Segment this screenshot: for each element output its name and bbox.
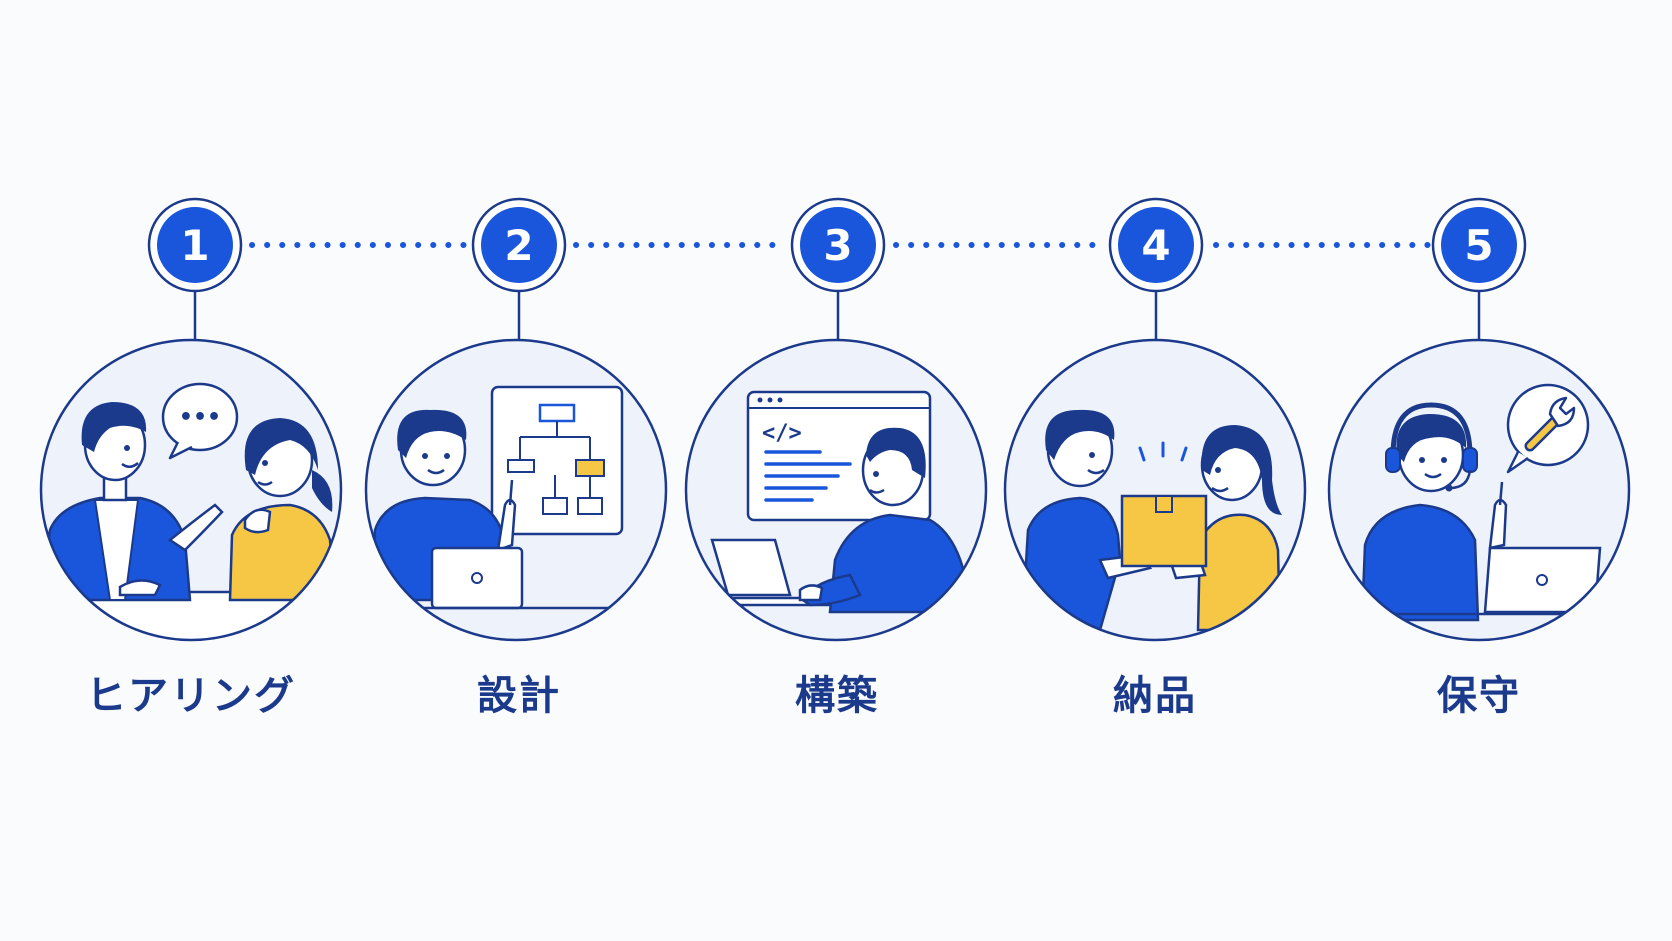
step-number-3: 3 — [823, 221, 852, 270]
step-badge-1: 1 — [147, 197, 243, 293]
sparkle-icon — [1138, 441, 1188, 462]
step-badge-5: 5 — [1431, 197, 1527, 293]
scene-design — [364, 338, 668, 642]
step-badge-2: 2 — [471, 197, 567, 293]
step-number-4: 4 — [1141, 221, 1170, 270]
scene-build: </> — [684, 338, 988, 642]
scene-hearing: ••• — [39, 338, 343, 642]
scene-maintenance — [1327, 338, 1631, 642]
package-box-icon — [1120, 494, 1208, 568]
step-badge-4: 4 — [1108, 197, 1204, 293]
developer-illustration — [797, 427, 972, 614]
step-label-delivery: 納品 — [1113, 673, 1197, 719]
laptop-illustration — [430, 546, 524, 610]
speech-bubble-icon: ••• — [161, 382, 239, 460]
laptop-illustration — [1483, 546, 1602, 614]
step-label-hearing: ヒアリング — [86, 673, 296, 719]
laptop-illustration — [709, 538, 837, 607]
code-snippet: </> — [762, 421, 802, 446]
man-illustration — [41, 402, 224, 602]
flowchart-board — [490, 385, 624, 536]
wrench-icon — [1524, 396, 1576, 452]
chat-ellipsis: ••• — [179, 405, 221, 430]
step-number-5: 5 — [1464, 221, 1493, 270]
step-badge-3: 3 — [790, 197, 886, 293]
woman-illustration — [1170, 425, 1282, 632]
step-number-1: 1 — [180, 221, 209, 270]
step-number-2: 2 — [504, 221, 533, 270]
step-label-maintenance: 保守 — [1437, 673, 1521, 719]
step-label-design: 設計 — [477, 673, 561, 719]
wrench-bubble-icon — [1506, 383, 1590, 474]
woman-illustration — [228, 418, 337, 602]
badge-stems — [193, 292, 1481, 340]
scene-delivery — [1003, 338, 1307, 642]
support-agent-illustration — [1360, 402, 1508, 622]
step-label-build: 構築 — [795, 673, 879, 719]
